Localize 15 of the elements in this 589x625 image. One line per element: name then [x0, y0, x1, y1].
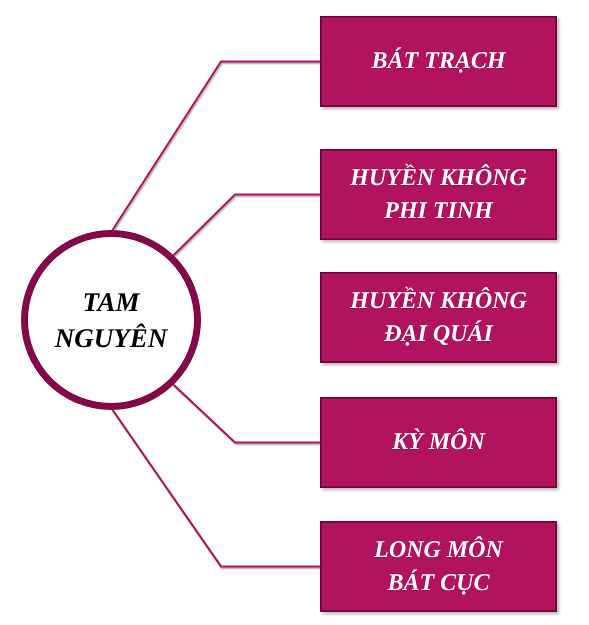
connector-line — [112, 60, 320, 231]
node-label: LONG MÔN BÁT CỤC — [373, 535, 504, 598]
topic-box — [320, 272, 557, 363]
topic-box — [320, 149, 557, 240]
node-label: KỲ MÔN — [392, 427, 485, 457]
connector-line — [172, 194, 320, 256]
connector-line — [172, 384, 320, 444]
node-label: HUYỀN KHÔNG PHI TINH — [349, 162, 528, 226]
node-label: BÁT TRẠCH — [371, 46, 506, 76]
node-label: HUYỀN KHÔNG ĐẠI QUÁI — [349, 286, 528, 348]
topic-box — [320, 397, 557, 488]
topic-box — [320, 521, 557, 612]
node-label: TAM NGUYÊN — [54, 286, 169, 355]
topic-box — [320, 16, 557, 107]
connector-line — [112, 409, 320, 568]
